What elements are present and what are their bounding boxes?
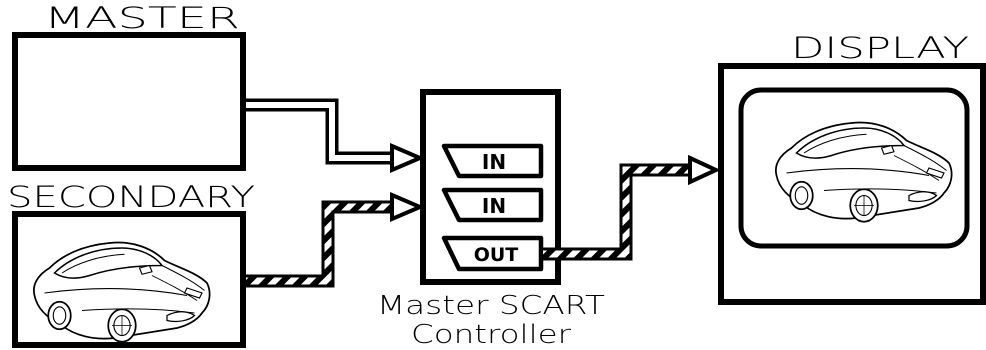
- display-label: DISPLAY: [791, 31, 969, 65]
- output-cable-arrowhead: [690, 158, 716, 182]
- out-port-label: OUT: [474, 244, 519, 266]
- in-port-2-label: IN: [482, 194, 506, 218]
- controller-label-line1: Master SCART: [377, 291, 605, 321]
- in-port-1: IN: [444, 146, 541, 176]
- master-source-box: [15, 35, 243, 168]
- master-label: MASTER: [44, 1, 240, 35]
- output-cable: [543, 170, 692, 254]
- controller-label-line2: Controller: [411, 320, 571, 350]
- master-cable: [246, 105, 394, 158]
- master-cable-arrowhead: [392, 146, 420, 170]
- secondary-cable: [246, 207, 394, 281]
- secondary-label: SECONDARY: [7, 180, 255, 214]
- in-port-1-label: IN: [482, 150, 506, 174]
- secondary-cable-arrowhead: [392, 195, 420, 219]
- in-port-2: IN: [444, 190, 541, 220]
- out-port: OUT: [444, 238, 541, 269]
